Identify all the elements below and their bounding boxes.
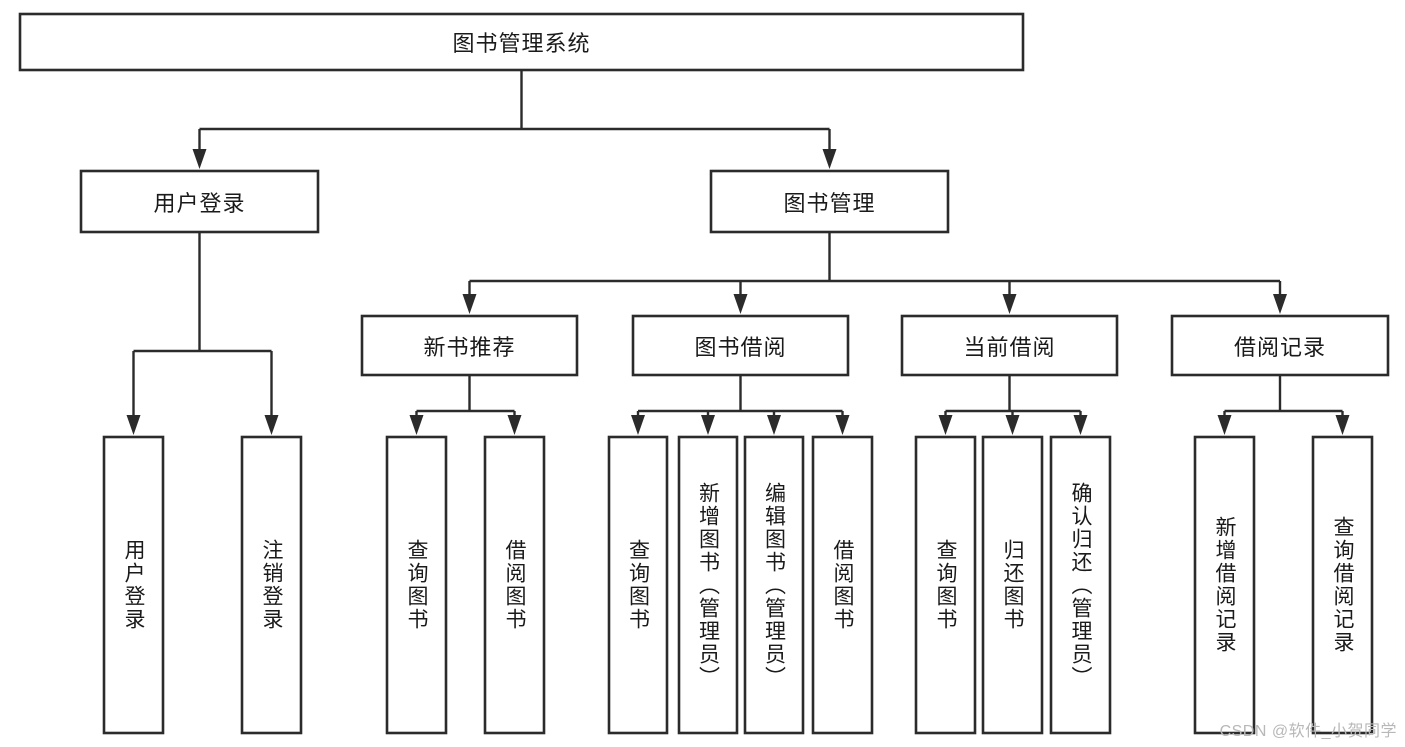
arrow-head-icon <box>822 149 837 169</box>
arrow-head-icon <box>507 415 522 435</box>
boxes-layer <box>18 12 1390 735</box>
node-box-borrow-record[interactable] <box>1170 314 1390 377</box>
node-box-book-borrow[interactable] <box>631 314 850 377</box>
arrow-head-icon <box>264 415 279 435</box>
node-box-leaf-query-record[interactable] <box>1311 435 1374 735</box>
node-box-current-borrow[interactable] <box>900 314 1119 377</box>
arrow-head-icon <box>1335 415 1350 435</box>
node-box-new-book-recommend[interactable] <box>360 314 579 377</box>
node-box-root[interactable] <box>18 12 1025 72</box>
arrow-head-icon <box>701 415 715 435</box>
node-box-user-login[interactable] <box>79 169 320 234</box>
node-box-leaf-borrow-book-1[interactable] <box>483 435 546 735</box>
arrow-head-icon <box>767 415 781 435</box>
node-box-leaf-borrow-book-2[interactable] <box>811 435 874 735</box>
watermark: CSDN @软件_小贺同学 <box>1219 723 1397 740</box>
arrow-head-icon <box>462 294 477 314</box>
node-box-leaf-return-book[interactable] <box>981 435 1044 735</box>
arrow-head-icon <box>409 415 424 435</box>
node-box-leaf-add-book[interactable] <box>677 435 739 735</box>
arrow-head-icon <box>938 415 953 435</box>
arrow-head-icon <box>1217 415 1232 435</box>
arrow-head-icon <box>1005 415 1020 435</box>
edges-layer <box>126 70 1350 435</box>
node-box-leaf-query-book-3[interactable] <box>914 435 977 735</box>
arrow-head-icon <box>1073 415 1088 435</box>
node-box-leaf-user-login[interactable] <box>102 435 165 735</box>
arrow-head-icon <box>733 294 748 314</box>
node-box-leaf-edit-book[interactable] <box>743 435 805 735</box>
node-box-leaf-logout[interactable] <box>240 435 303 735</box>
arrow-head-icon <box>1273 294 1287 314</box>
node-box-leaf-query-book-2[interactable] <box>607 435 669 735</box>
arrow-head-icon <box>631 415 645 435</box>
node-box-book-manage[interactable] <box>709 169 950 234</box>
arrow-head-icon <box>835 415 850 435</box>
arrow-head-icon <box>1002 294 1017 314</box>
node-box-leaf-confirm-return[interactable] <box>1049 435 1112 735</box>
arrow-head-icon <box>192 149 207 169</box>
node-box-leaf-query-book-1[interactable] <box>385 435 448 735</box>
node-box-leaf-add-record[interactable] <box>1193 435 1256 735</box>
arrow-head-icon <box>126 415 141 435</box>
